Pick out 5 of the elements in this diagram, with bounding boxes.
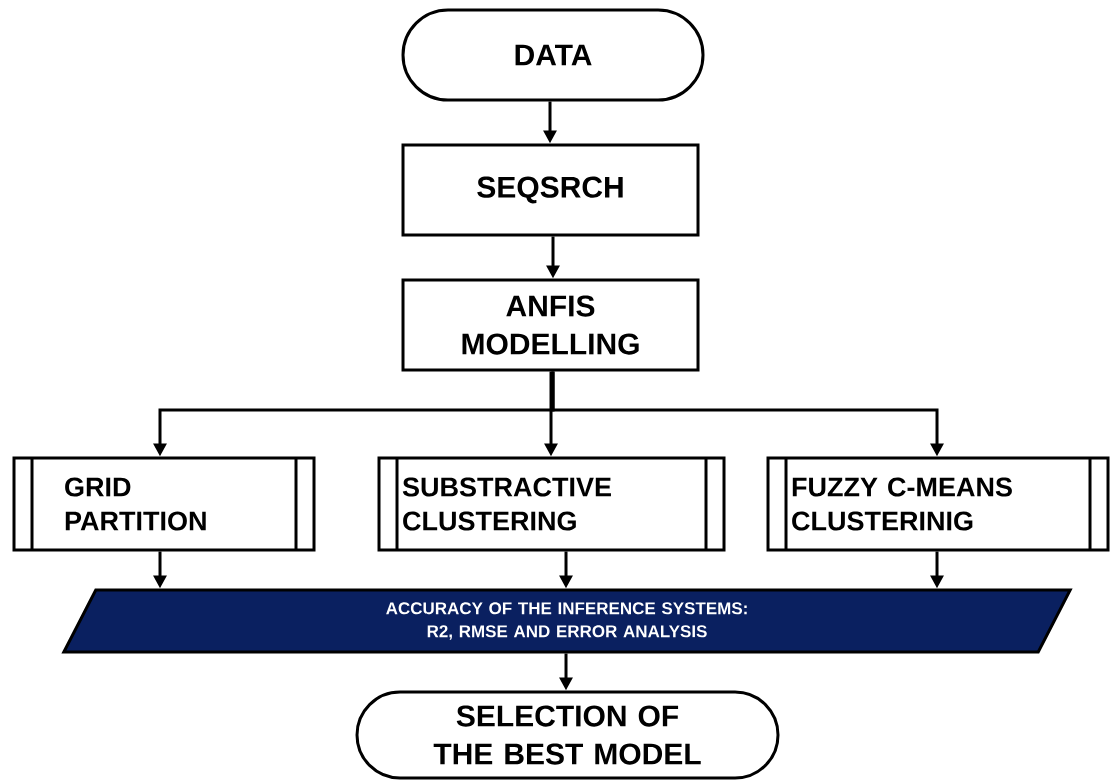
process-box: SEQSRCH: [401, 143, 700, 237]
predefined-process-box: SUBSTRACTIVE CLUSTERING: [377, 456, 726, 552]
predefined-process-box: FUZZY C-MEANS CLUSTERINIG: [766, 456, 1110, 552]
predefined-process-box: GRID PARTITION: [12, 456, 316, 552]
process-box: ANFIS MODELLING: [401, 278, 700, 372]
